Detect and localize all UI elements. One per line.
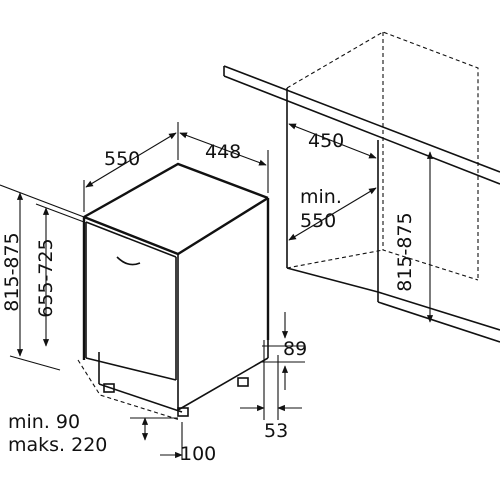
depth-label: 550 [104,148,140,170]
niche-depth-value-label: 550 [300,210,336,232]
niche-depth-min-label: min. [300,186,342,208]
foot-clearance-max-label: maks. 220 [8,434,107,456]
plinth-height-label: 89 [283,338,307,360]
dishwasher-body [77,162,270,421]
plinth-depth-label: 53 [264,420,288,442]
niche-width-label: 450 [308,130,344,152]
foot-depth-label: 100 [180,443,216,465]
total-height-label: 815-875 [1,232,23,311]
niche-height-label: 815-875 [394,212,416,291]
foot-clearance-min-label: min. 90 [8,411,80,433]
door-height-label: 655-725 [35,238,57,317]
dimension-lines [0,122,434,460]
counter-niche [223,31,500,343]
width-label: 448 [205,141,241,163]
